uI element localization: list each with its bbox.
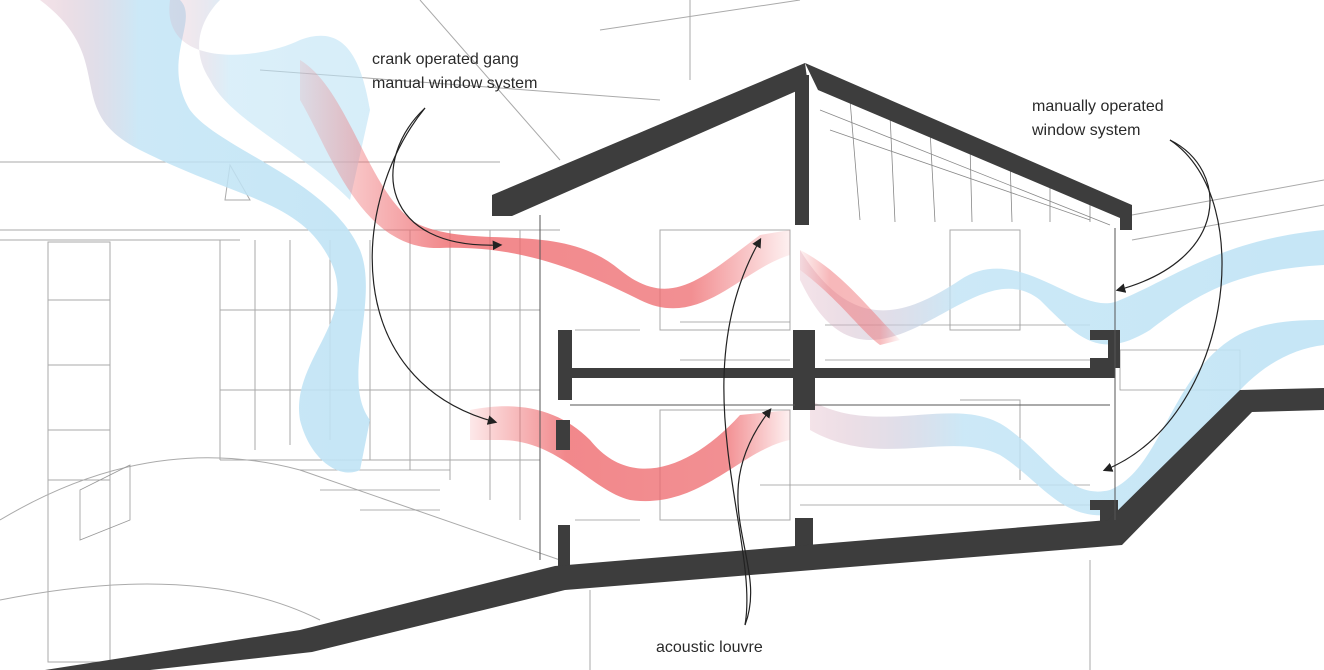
label-crank-line2: manual window system [372,75,538,92]
cool-air-flow [40,0,1324,516]
left-wall-base [558,525,570,570]
label-manual-line2: window system [1032,122,1141,139]
label-crank-window: crank operated gang manual window system [372,48,537,96]
left-wall-upper [558,330,572,400]
left-wall-lower [556,420,570,450]
roof-left [492,63,808,216]
roof-right [805,63,1132,230]
label-manual-window: manually operated window system [1032,95,1164,143]
central-wall-upper [795,75,809,225]
right-balcony [1090,330,1120,368]
label-crank-line1: crank operated gang [372,51,519,68]
upper-floor-slab [565,368,1115,378]
warm-air-flow [300,60,900,502]
label-acoustic-louvre: acoustic louvre [656,639,763,656]
ground-section [45,388,1324,670]
section-poche [45,63,1324,670]
section-outline [539,215,1116,560]
label-manual-line1: manually operated [1032,98,1164,115]
leader-arrows [371,107,1223,626]
